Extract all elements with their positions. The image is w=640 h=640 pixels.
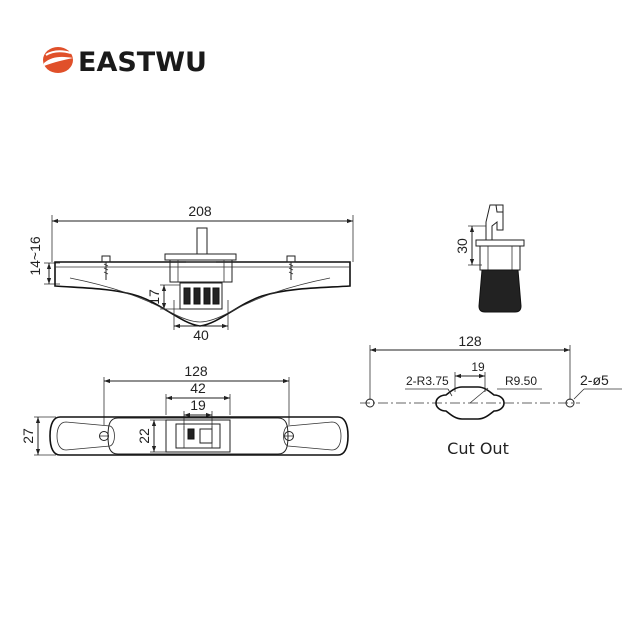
dim-top-center-width: 42 [190,380,206,396]
dim-cutout-radius: R9.50 [505,374,537,388]
brand-name: EASTWU [78,47,207,78]
dim-cutout-corner-radius: 2-R3.75 [406,374,449,388]
brand-logo: EASTWU [43,47,207,78]
dim-front-base-height: 17 [146,289,162,305]
dim-top-slot-width: 19 [190,397,206,413]
dim-front-height-range: 14~16 [27,236,43,276]
side-view: 30 [454,204,525,313]
lock-mechanism [164,227,237,310]
dim-front-lock-width: 40 [193,327,209,343]
cut-out-view: 128 19 2-R3.75 R9.50 2-ø5 Cut Out [360,333,622,458]
dim-cutout-spacing: 128 [458,333,482,349]
swoosh-logo-icon [43,47,73,73]
top-view: 128 42 19 27 22 [20,363,349,456]
front-view: 208 14~16 [27,203,354,343]
screw-right [286,255,296,280]
dim-top-body-height: 27 [20,428,36,444]
dim-top-length: 128 [184,363,208,379]
dim-cutout-holes: 2-ø5 [580,372,609,388]
dim-top-center-height: 22 [136,428,152,444]
screw-left [101,255,111,280]
cutout-caption: Cut Out [447,439,509,458]
dim-side-height: 30 [454,238,470,254]
dim-cutout-slot-width: 19 [471,360,485,374]
dim-front-width: 208 [188,203,212,219]
mount-hole-right [565,398,575,408]
mount-hole-left [365,398,375,408]
